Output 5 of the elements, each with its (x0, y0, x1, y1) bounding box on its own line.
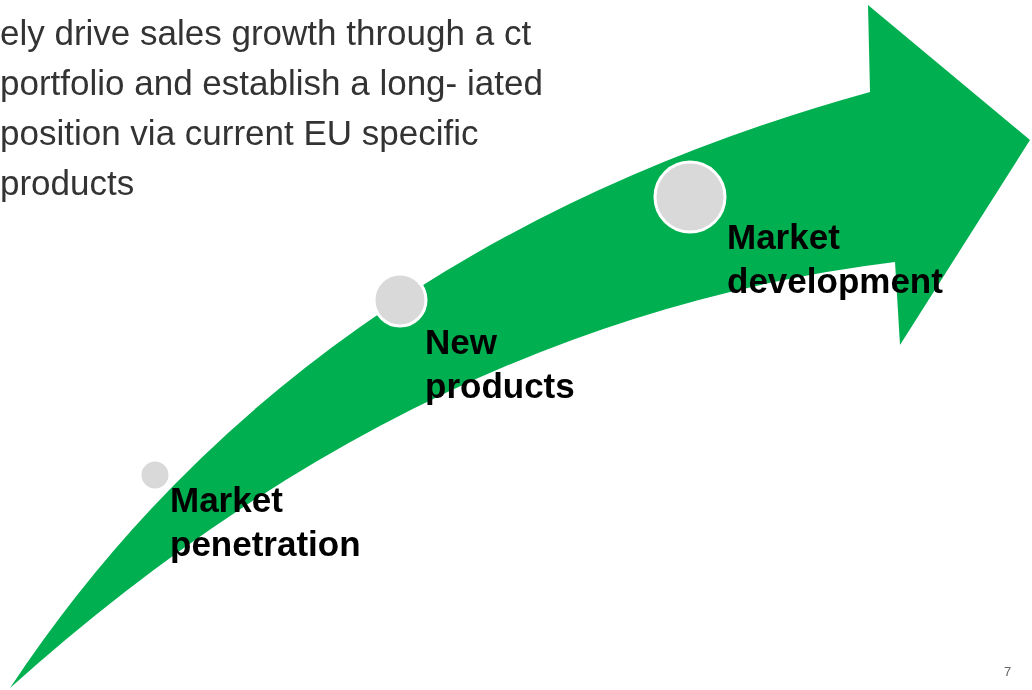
step-circle (138, 458, 172, 492)
step-circle (372, 272, 428, 328)
page-number: 7 (1004, 664, 1012, 679)
intro-text: ely drive sales growth through a ct portfolio and establish a long- iated position via current EU specific products (0, 12, 544, 204)
step-circle (653, 160, 727, 234)
